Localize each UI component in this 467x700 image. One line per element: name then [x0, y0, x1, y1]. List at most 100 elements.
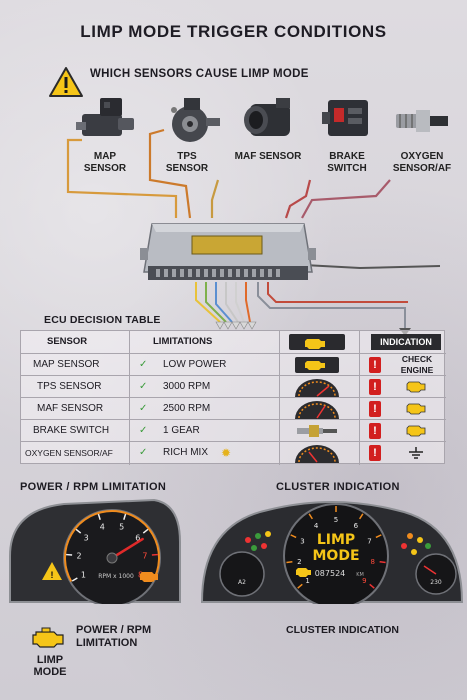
- check-engine-icon: [32, 627, 64, 648]
- dial-label: 2: [77, 552, 82, 561]
- header-sensor: SENSOR: [47, 336, 88, 347]
- alert-icon: !: [369, 401, 381, 417]
- dial-label: 5: [334, 516, 338, 524]
- alert-icon: !: [369, 379, 381, 395]
- small-gauge-right-label: 230: [430, 579, 442, 586]
- switch-icon: [297, 425, 337, 437]
- row-sensor: BRAKE SWITCH: [33, 425, 110, 436]
- table-header-row: SENSOR LIMITATIONS INDICATION: [21, 331, 446, 353]
- warning-icon: [49, 67, 83, 97]
- engine-icon: [406, 381, 426, 393]
- footer-cluster-label: CLUSTER INDICATION: [286, 624, 399, 636]
- dial-tick: [142, 528, 149, 534]
- tps-sensor-icon: [171, 98, 220, 142]
- row-limitation: RICH MIX: [163, 447, 208, 458]
- dial-tick: [123, 513, 127, 520]
- engine-icon: [406, 403, 426, 415]
- alert-icon: !: [369, 423, 381, 439]
- check-icon: ✓: [139, 403, 148, 414]
- sensor-label-maf: MAF SENSOR: [234, 151, 302, 162]
- table-row: BRAKE SWITCH ✓ 1 GEAR !: [21, 419, 446, 441]
- table-row: TPS SENSOR ✓ 3000 RPM !: [21, 375, 446, 397]
- cluster-section-title: CLUSTER INDICATION: [276, 481, 400, 493]
- dial-label: 6: [354, 522, 359, 530]
- engine-icon: [305, 339, 325, 349]
- map-sensor-icon: [76, 98, 134, 136]
- ground-icon: [409, 447, 423, 459]
- dial-tick: [369, 583, 375, 589]
- ecu-unit-icon: [140, 223, 316, 280]
- header-indication: INDICATION: [371, 334, 441, 350]
- small-gauge-left-label: A2: [238, 579, 246, 586]
- limp-mode-text-line2: MODE: [312, 548, 359, 564]
- dial-label: 4: [100, 522, 105, 531]
- warning-lights: [245, 531, 431, 555]
- alert-icon: !: [369, 445, 381, 461]
- gauge-icon: [295, 401, 339, 419]
- dial-tick: [379, 560, 386, 564]
- oxygen-sensor-icon: [396, 110, 448, 132]
- section-subtitle: WHICH SENSORS CAUSE LIMP MODE: [90, 68, 309, 80]
- dial-tick: [97, 513, 101, 520]
- dial-tick: [75, 528, 82, 534]
- page-title: LIMP MODE TRIGGER CONDITIONS: [80, 22, 387, 41]
- dial-label: 3: [84, 533, 89, 542]
- dial-label: 9: [362, 577, 366, 585]
- engine-icon: [295, 357, 339, 373]
- check-icon: ✓: [139, 425, 148, 436]
- dial-tick: [359, 513, 364, 520]
- check-icon: ✓: [139, 359, 148, 370]
- tach-unit: RPM x 1000: [98, 573, 134, 580]
- svg-text:!: !: [51, 570, 54, 580]
- odometer-unit: KM: [356, 572, 364, 578]
- row-limitation: 3000 RPM: [163, 381, 211, 392]
- dial-label: 5: [119, 522, 124, 531]
- dial-label: 2: [297, 558, 301, 566]
- dial-label: 3: [300, 537, 304, 545]
- check-icon: ✓: [139, 381, 148, 392]
- brake-switch-icon: [322, 100, 368, 136]
- dial-label: 7: [367, 537, 371, 545]
- dial-tick: [71, 577, 78, 582]
- row-limitation: LOW POWER: [163, 359, 227, 370]
- row-sensor: OXYGEN SENSOR/AF: [25, 448, 113, 458]
- dial-label: 6: [135, 533, 140, 542]
- row-sensor: MAP SENSOR: [33, 359, 100, 370]
- row-sensor: TPS SENSOR: [37, 381, 102, 392]
- alert-icon: !: [369, 357, 381, 373]
- power-section-title: POWER / RPM LIMITATION: [20, 481, 167, 493]
- header-limitations: LIMITATIONS: [153, 336, 213, 347]
- dial-label: 4: [314, 522, 319, 530]
- warning-icon: [42, 562, 62, 580]
- row-limitation: 2500 RPM: [163, 403, 211, 414]
- check-engine-header-badge: [289, 334, 345, 350]
- engine-icon: [296, 568, 311, 577]
- row-limitation: 1 GEAR: [163, 425, 200, 436]
- dial-tick: [297, 583, 303, 589]
- dial-tick: [286, 560, 293, 564]
- ecu-decision-table: SENSOR LIMITATIONS INDICATION MAP SENSOR…: [20, 330, 446, 465]
- odometer: 087524: [315, 569, 346, 578]
- dial-label: 1: [305, 577, 309, 585]
- dial-tick: [290, 534, 297, 539]
- engine-icon: [406, 425, 426, 437]
- row-sensor: MAF SENSOR: [37, 403, 104, 414]
- maf-sensor-icon: [244, 98, 290, 136]
- table-row: OXYGEN SENSOR/AF ✓ RICH MIX ✹ !: [21, 441, 446, 463]
- dial-label: 1: [81, 571, 86, 580]
- gauge-icon: [295, 379, 339, 397]
- check-icon: ✓: [139, 447, 148, 458]
- gauge-icon: [295, 445, 339, 463]
- dial-label: 7: [142, 552, 147, 561]
